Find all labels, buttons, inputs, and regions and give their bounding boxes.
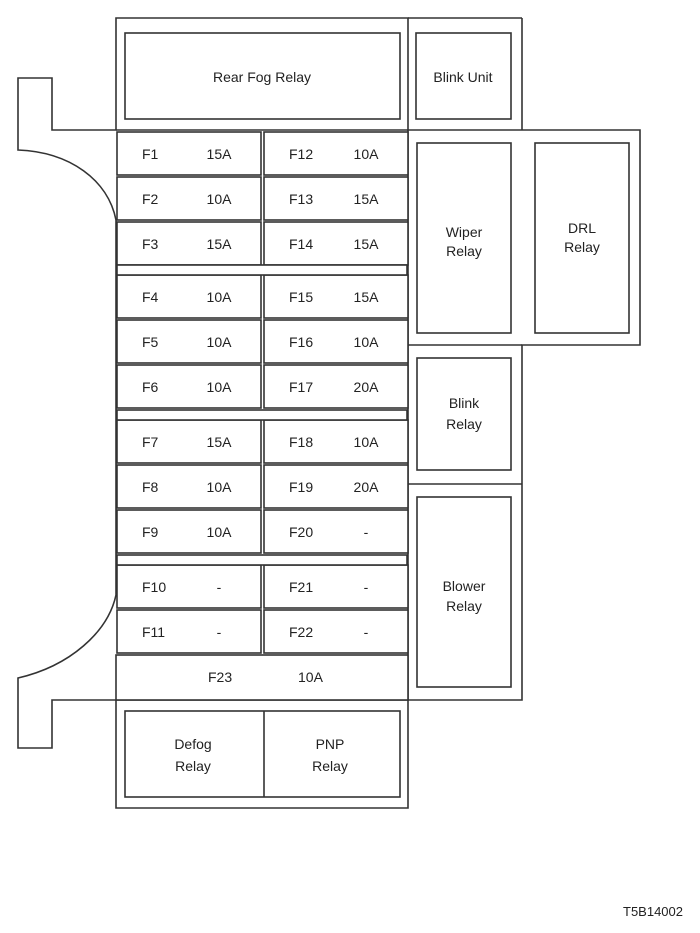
fuse-f12-rating: 10A [354, 146, 380, 162]
fuse-f21-rating: - [364, 579, 369, 595]
fuse-f2-rating: 10A [207, 191, 233, 207]
fuse-f22-rating: - [364, 624, 369, 640]
drl-relay-label-line2: Relay [564, 239, 600, 255]
fuse-cell-f23 [115, 654, 409, 701]
fuse-f5-rating: 10A [207, 334, 233, 350]
drl-relay-box [534, 142, 630, 334]
rear-fog-relay-label: Rear Fog Relay [213, 69, 311, 85]
fuse-f6-rating: 10A [207, 379, 233, 395]
fuse-f15-id: F15 [289, 289, 313, 305]
fuse-f7-id: F7 [142, 434, 159, 450]
fuse-cell-f21 [263, 564, 409, 609]
fuse-f23-rating: 10A [298, 669, 324, 685]
fuse-f10-rating: - [217, 579, 222, 595]
blower-relay-box [416, 496, 512, 688]
wiper-relay-label-line1: Wiper [446, 224, 483, 240]
fuse-f22-id: F22 [289, 624, 313, 640]
fuse-cell-f14 [263, 221, 409, 266]
fuse-cell-f4 [116, 274, 262, 319]
fuse-cell-f19 [263, 464, 409, 509]
fuse-f1-id: F1 [142, 146, 159, 162]
fuse-f18-rating: 10A [354, 434, 380, 450]
fuse-grid: F1 15A F2 10A F3 15A F4 10A F5 10A F6 10A F7 15A F8 10A… [116, 131, 409, 654]
fuse-cell-f5 [116, 319, 262, 364]
fuse-f8-id: F8 [142, 479, 159, 495]
fuse-f4-rating: 10A [207, 289, 233, 305]
fuse-cell-f1 [116, 131, 262, 176]
fuse-f10-id: F10 [142, 579, 166, 595]
fuse-f3-rating: 15A [207, 236, 233, 252]
fuse-f8-rating: 10A [207, 479, 233, 495]
wiper-relay-label-line2: Relay [446, 243, 482, 259]
blink-relay-label-line2: Relay [446, 416, 482, 432]
fuse-f19-rating: 20A [354, 479, 380, 495]
blower-relay-label-line2: Relay [446, 598, 482, 614]
fuse-f3-id: F3 [142, 236, 159, 252]
fuse-f1-rating: 15A [207, 146, 233, 162]
defog-relay-label-line2: Relay [175, 758, 211, 774]
fuse-group-separator [116, 264, 408, 276]
fuse-f13-rating: 15A [354, 191, 380, 207]
blink-relay-label-line1: Blink [449, 395, 480, 411]
fuse-f18-id: F18 [289, 434, 313, 450]
fuse-f5-id: F5 [142, 334, 159, 350]
fuse-cell-f20 [263, 509, 409, 554]
figure-code: T5B14002 [623, 904, 683, 919]
fuse-cell-f7 [116, 419, 262, 464]
fuse-f23-id: F23 [208, 669, 232, 685]
drl-relay-label-line1: DRL [568, 220, 596, 236]
pnp-relay-label-line1: PNP [316, 736, 345, 752]
fuse-cell-f16 [263, 319, 409, 364]
bottom-relay-box [124, 710, 401, 798]
fuse-f7-rating: 15A [207, 434, 233, 450]
fuse-group-separator [116, 554, 408, 566]
fuse-cell-f15 [263, 274, 409, 319]
fuse-f9-id: F9 [142, 524, 159, 540]
fuse-f11-id: F11 [142, 624, 165, 640]
blower-relay-label-line1: Blower [443, 578, 486, 594]
fuse-cell-f17 [263, 364, 409, 409]
fuse-cell-f13 [263, 176, 409, 221]
fuse-f17-rating: 20A [354, 379, 380, 395]
fuse-f4-id: F4 [142, 289, 159, 305]
blink-unit-box [415, 32, 512, 120]
pnp-relay-label-line2: Relay [312, 758, 348, 774]
fuse-cell-f3 [116, 221, 262, 266]
fuse-f21-id: F21 [289, 579, 313, 595]
fuse-f16-rating: 10A [354, 334, 380, 350]
fuse-f14-id: F14 [289, 236, 313, 252]
fuse-f20-id: F20 [289, 524, 313, 540]
fuse-cell-f11 [116, 609, 262, 654]
fuse-f15-rating: 15A [354, 289, 380, 305]
fuse-cell-f9 [116, 509, 262, 554]
fuse-cell-f12 [263, 131, 409, 176]
fuse-f13-id: F13 [289, 191, 313, 207]
defog-relay-label-line1: Defog [174, 736, 211, 752]
fuse-cell-f6 [116, 364, 262, 409]
blink-unit-label: Blink Unit [433, 69, 492, 85]
fuse-f12-id: F12 [289, 146, 313, 162]
fuse-cell-f22 [263, 609, 409, 654]
fuse-cell-f10 [116, 564, 262, 609]
wiper-relay-box [416, 142, 512, 334]
fuse-f11-rating: - [217, 624, 222, 640]
fuse-cell-f2 [116, 176, 262, 221]
fuse-f19-id: F19 [289, 479, 313, 495]
fuse-f14-rating: 15A [354, 236, 380, 252]
fuse-cell-f18 [263, 419, 409, 464]
fuse-f2-id: F2 [142, 191, 159, 207]
fuse-box-housing-outline [17, 17, 641, 809]
fuse-f17-id: F17 [289, 379, 313, 395]
blink-relay-box [416, 357, 512, 471]
fuse-cell-f8 [116, 464, 262, 509]
fuse-group-separator [116, 409, 408, 421]
rear-fog-relay-box [124, 32, 401, 120]
fuse-f6-id: F6 [142, 379, 159, 395]
fuse-f9-rating: 10A [207, 524, 233, 540]
fuse-f20-rating: - [364, 524, 369, 540]
fuse-f16-id: F16 [289, 334, 313, 350]
